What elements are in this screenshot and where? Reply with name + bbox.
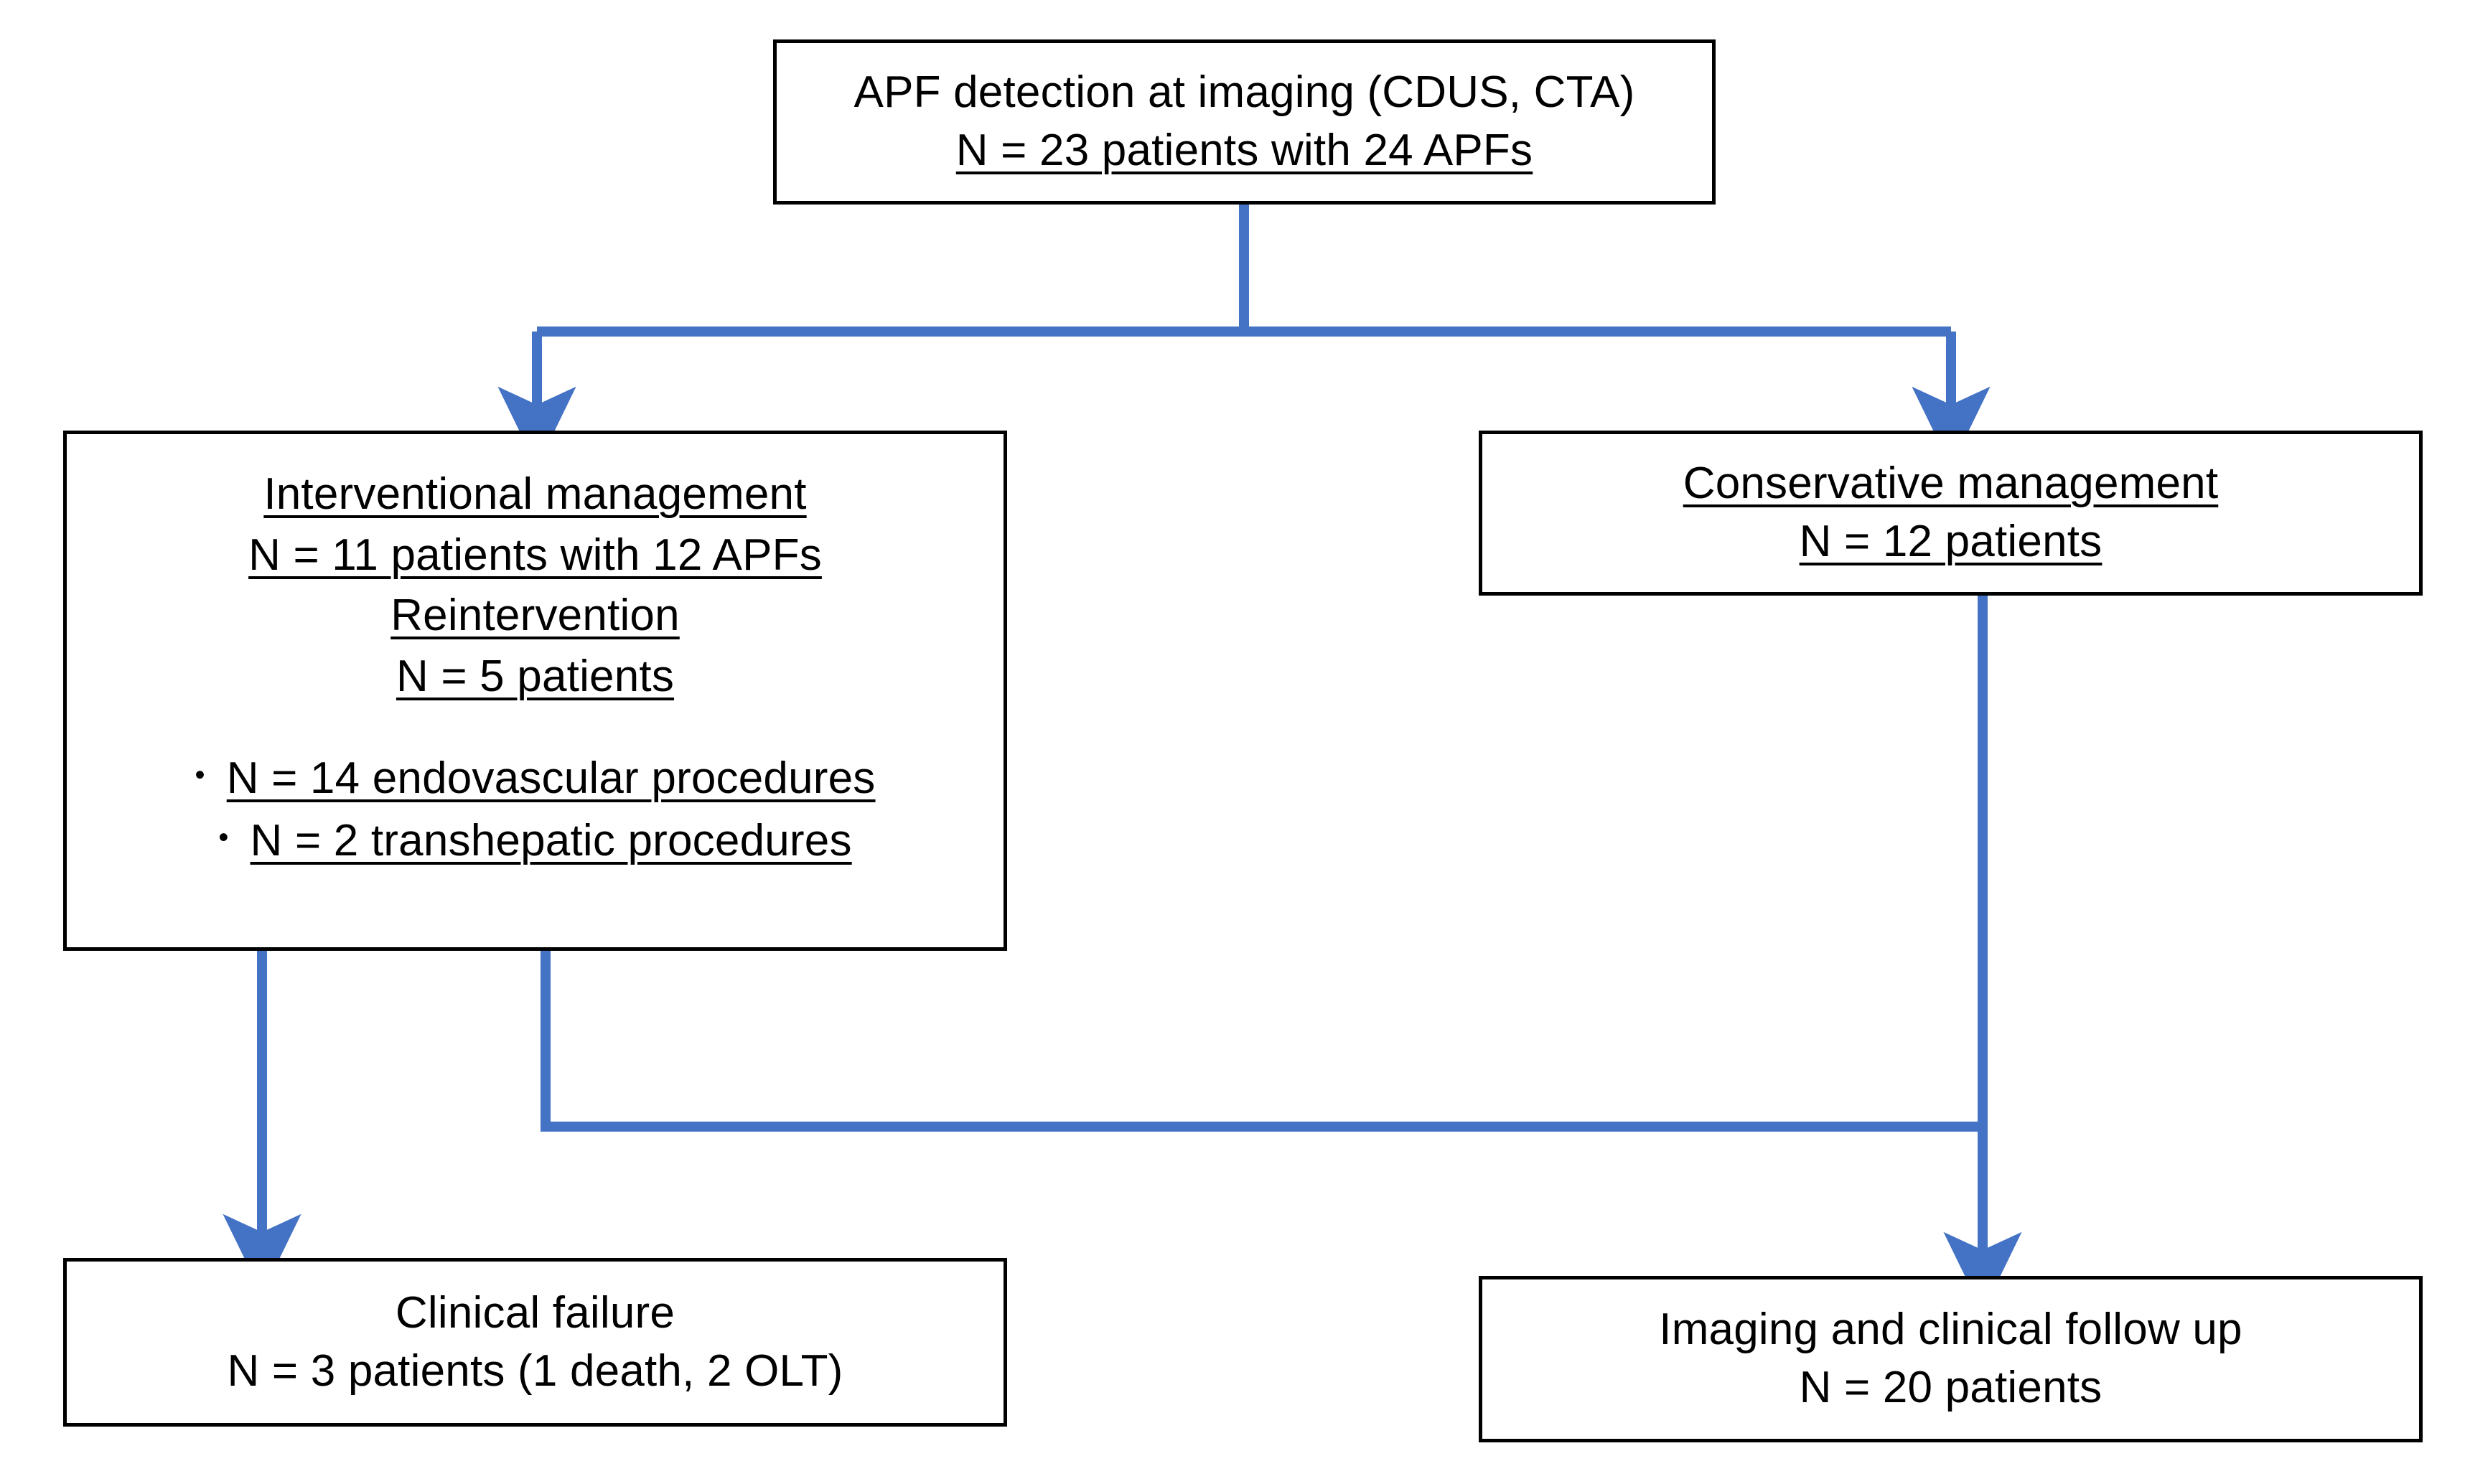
list-item: • N = 2 transhepatic procedures — [67, 812, 1004, 870]
list-item: • N = 14 endovascular procedures — [67, 750, 1004, 808]
clinical-failure-line-1: Clinical failure — [395, 1287, 675, 1338]
node-imaging-clinical-follow-up[interactable]: Imaging and clinical follow up N = 20 pa… — [1479, 1276, 2423, 1442]
clinical-failure-line-2: N = 3 patients (1 death, 2 OLT) — [227, 1346, 843, 1396]
interventional-line-4: N = 5 patients — [396, 651, 675, 701]
node-clinical-failure[interactable]: Clinical failure N = 3 patients (1 death… — [63, 1258, 1007, 1427]
follow-up-line-1: Imaging and clinical follow up — [1659, 1305, 2242, 1355]
node-interventional-management[interactable]: Interventional management N = 11 patient… — [63, 431, 1007, 951]
wire-interventional-to-followup — [541, 951, 1983, 1132]
interventional-bullet-1: N = 14 endovascular procedures — [226, 753, 876, 804]
node-apf-detection[interactable]: APF detection at imaging (CDUS, CTA) N =… — [773, 39, 1716, 205]
interventional-bullet-2: N = 2 transhepatic procedures — [250, 815, 852, 865]
node-conservative-management[interactable]: Conservative management N = 12 patients — [1479, 431, 2423, 596]
interventional-procedure-list: • N = 14 endovascular procedures • N = 2… — [67, 746, 1004, 874]
conservative-line-2: N = 12 patients — [1799, 517, 2102, 566]
interventional-line-3: Reintervention — [390, 591, 680, 641]
interventional-header: Interventional management N = 11 patient… — [248, 466, 822, 708]
follow-up-line-2: N = 20 patients — [1799, 1363, 2102, 1412]
conservative-line-1: Conservative management — [1683, 459, 2219, 509]
bullet-point-icon: • — [195, 759, 205, 792]
apf-detection-line-1: APF detection at imaging (CDUS, CTA) — [853, 67, 1635, 118]
interventional-line-2: N = 11 patients with 12 APFs — [248, 530, 822, 580]
bullet-point-icon: • — [218, 821, 229, 853]
interventional-line-1: Interventional management — [263, 469, 807, 519]
apf-detection-line-2: N = 23 patients with 24 APFs — [955, 126, 1533, 175]
